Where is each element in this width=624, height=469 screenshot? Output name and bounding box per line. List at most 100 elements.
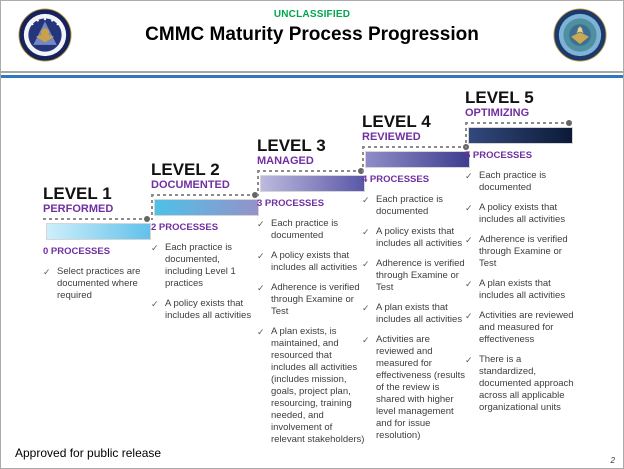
level-processes-label: 3 PROCESSES	[257, 198, 325, 209]
bullet-text: A policy exists that includes all activi…	[479, 202, 566, 225]
checkmark-icon: ✓	[362, 335, 370, 345]
bullet-item: ✓ A policy exists that includes all activ…	[257, 250, 365, 274]
bullet-text: Activities are reviewed and measured for…	[479, 310, 574, 345]
step-dashed-line	[465, 120, 572, 126]
page-title: CMMC Maturity Process Progression	[145, 24, 479, 45]
bullet-item: ✓ Each practice is documented	[362, 194, 470, 218]
bullet-text: A plan exists that includes all activiti…	[479, 278, 566, 301]
step-dashed-line	[43, 216, 150, 222]
bullet-text: Each practice is documented	[271, 218, 339, 241]
bullet-text: Each practice is documented	[376, 194, 444, 217]
bullet-text: A plan exists, is maintained, and resour…	[271, 326, 365, 445]
cmmc-accreditation-body-seal-icon	[18, 8, 72, 62]
page-number: 2	[610, 456, 615, 465]
level-bullet-list: ✓ Each practice is documented ✓ A policy ex…	[257, 218, 365, 446]
level-maturity-label: OPTIMIZING	[465, 107, 530, 119]
bullet-item: ✓A plan exists that includes all activit…	[362, 302, 470, 326]
bullet-item: ✓ Each practice is documented	[257, 218, 365, 242]
level-title: LEVEL 1	[43, 184, 112, 203]
level-processes-label: 2 PROCESSES	[151, 222, 219, 233]
level-maturity-label: MANAGED	[257, 155, 314, 167]
bullet-item: ✓ Select practices are documented where r…	[43, 266, 151, 302]
level-column: LEVEL 5 OPTIMIZING 5 PROCESSES ✓ Each pra…	[465, 88, 579, 422]
bullet-text: Activities are reviewed and measured for…	[376, 334, 466, 441]
step-connector-line	[151, 194, 153, 220]
level-gradient-bar	[468, 127, 573, 144]
level-bullet-list: ✓ Select practices are documented where r…	[43, 266, 151, 302]
checkmark-icon: ✓	[465, 311, 473, 321]
bullet-text: Adherence is verified through Examine or…	[479, 234, 568, 269]
level-bullet-list: ✓ Each practice is documented, including …	[151, 242, 259, 322]
level-title: LEVEL 2	[151, 160, 220, 179]
bullet-text: A policy exists that includes all activi…	[271, 250, 358, 273]
step-connector-line	[465, 122, 467, 148]
bullet-item: ✓ Each practice is documented, including …	[151, 242, 259, 290]
level-processes-label: 0 PROCESSES	[43, 246, 111, 257]
checkmark-icon: ✓	[362, 227, 370, 237]
checkmark-icon: ✓	[465, 355, 473, 365]
header-divider-blue	[1, 75, 623, 78]
bullet-text: A policy exists that includes all activi…	[376, 226, 463, 249]
level-maturity-label: REVIEWED	[362, 131, 421, 143]
checkmark-icon: ✓	[257, 327, 265, 337]
bullet-item: ✓ Activities are reviewed and measured fo…	[465, 310, 579, 346]
bullet-text: Each practice is documented	[479, 170, 547, 193]
bullet-item: ✓ There is a standardized, documented app…	[465, 354, 579, 414]
checkmark-icon: ✓	[465, 279, 473, 289]
bullet-item: ✓ A plan exists that includes all activit…	[465, 278, 579, 302]
level-column: LEVEL 3 MANAGED 3 PROCESSES ✓ Each practi…	[257, 136, 365, 454]
bullet-item: ✓ A policy exists that includes all activ…	[151, 298, 259, 322]
department-of-defense-seal-icon	[553, 8, 607, 62]
level-column: LEVEL 4 REVIEWED 4 PROCESSES ✓ Each pract…	[362, 112, 470, 450]
level-maturity-label: DOCUMENTED	[151, 179, 230, 191]
level-processes-label: 4 PROCESSES	[362, 174, 430, 185]
bullet-text: A plan exists that includes all activiti…	[376, 302, 463, 325]
header-divider-gray	[1, 71, 623, 73]
bullet-item: ✓Activities are reviewed and measured fo…	[362, 334, 470, 442]
checkmark-icon: ✓	[43, 267, 51, 277]
bullet-text: Adherence is verified through Examine or…	[376, 258, 465, 293]
level-maturity-label: PERFORMED	[43, 203, 114, 215]
checkmark-icon: ✓	[465, 235, 473, 245]
bullet-item: ✓ Adherence is verified through Examine o…	[257, 282, 365, 318]
bullet-text: There is a standardized, documented appr…	[479, 354, 574, 413]
level-gradient-bar	[154, 199, 259, 216]
level-processes-label: 5 PROCESSES	[465, 150, 533, 161]
checkmark-icon: ✓	[465, 203, 473, 213]
step-connector-line	[362, 146, 364, 172]
step-connector-line	[257, 170, 259, 196]
level-bullet-list: ✓Each practice is documented✓A policy ex…	[362, 194, 470, 442]
classification-banner: UNCLASSIFIED	[273, 9, 351, 20]
level-gradient-bar	[365, 151, 470, 168]
level-title: LEVEL 3	[257, 136, 326, 155]
checkmark-icon: ✓	[465, 171, 473, 181]
bullet-text: Select practices are documented where re…	[57, 266, 141, 301]
level-gradient-bar	[260, 175, 365, 192]
level-title: LEVEL 5	[465, 88, 534, 107]
step-dashed-line	[257, 168, 364, 174]
bullet-text: Adherence is verified through Examine or…	[271, 282, 360, 317]
checkmark-icon: ✓	[257, 251, 265, 261]
checkmark-icon: ✓	[362, 303, 370, 313]
level-column: LEVEL 2 DOCUMENTED 2 PROCESSES ✓ Each pra…	[151, 160, 259, 330]
bullet-item: ✓Adherence is verified through Examine o…	[362, 258, 470, 294]
level-title: LEVEL 4	[362, 112, 431, 131]
step-dashed-line	[362, 144, 469, 150]
level-column: LEVEL 1 PERFORMED 0 PROCESSES ✓ Select pr…	[43, 184, 151, 310]
checkmark-icon: ✓	[362, 195, 370, 205]
checkmark-icon: ✓	[151, 299, 159, 309]
bullet-text: Each practice is documented, including L…	[165, 242, 236, 289]
bullet-item: ✓ Each practice is documented	[465, 170, 579, 194]
level-gradient-bar	[46, 223, 151, 240]
step-dashed-line	[151, 192, 258, 198]
checkmark-icon: ✓	[151, 243, 159, 253]
bullet-text: A policy exists that includes all activi…	[165, 298, 252, 321]
approval-note: Approved for public release	[15, 446, 162, 460]
bullet-item: ✓A policy exists that includes all activ…	[362, 226, 470, 250]
checkmark-icon: ✓	[362, 259, 370, 269]
checkmark-icon: ✓	[257, 219, 265, 229]
level-bullet-list: ✓ Each practice is documented ✓ A policy ex…	[465, 170, 579, 414]
checkmark-icon: ✓	[257, 283, 265, 293]
bullet-item: ✓ Adherence is verified through Examine o…	[465, 234, 579, 270]
